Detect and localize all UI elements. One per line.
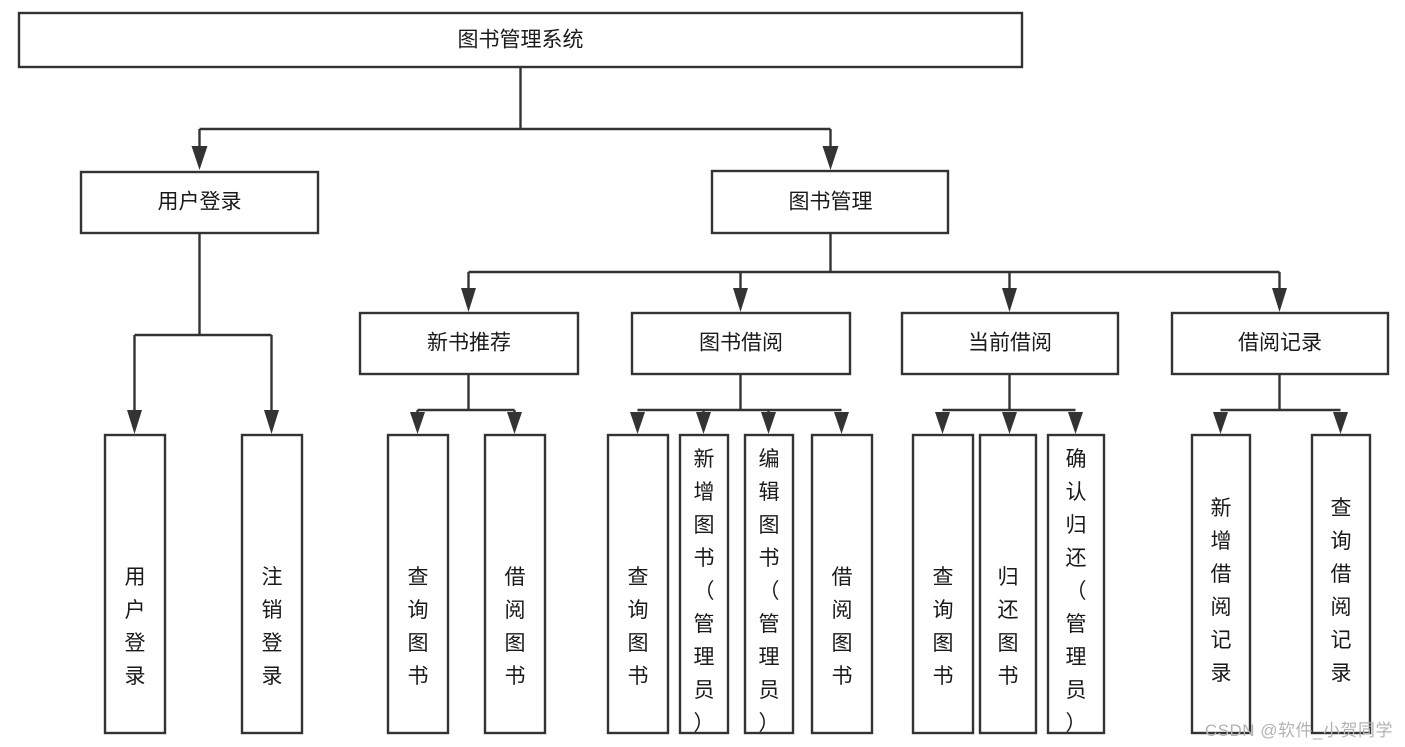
node-new-book-recommend-label: 新书推荐: [427, 332, 511, 355]
node-new-book-recommend[interactable]: 新书推荐: [358, 311, 580, 376]
node-user-login-label: 用户登录: [158, 191, 242, 214]
arrow-book-mgmt-to-book-borrow: [733, 288, 748, 312]
arrow-user-login-leaf-2: [264, 410, 279, 434]
arrow-current-borrow-leaf-1: [935, 412, 950, 434]
node-leaf-borrow-book-1-label: 借阅图书: [505, 566, 526, 688]
node-leaf-query-record-label: 查询借阅记录: [1331, 497, 1352, 685]
node-leaf-add-book-box[interactable]: [678, 433, 730, 735]
arrow-user-login-leaf-1: [127, 410, 142, 434]
connector-layer: [127, 67, 1348, 434]
node-borrow-record-label: 借阅记录: [1238, 332, 1322, 355]
node-leaf-query-book-1-box[interactable]: [386, 433, 450, 735]
node-leaf-query-book-2-label: 查询图书: [628, 566, 649, 688]
node-leaf-return-book-box[interactable]: [978, 433, 1038, 735]
node-leaf-add-record-box[interactable]: [1190, 433, 1252, 735]
node-book-management[interactable]: 图书管理: [710, 169, 950, 235]
arrow-book-borrow-leaf-4: [834, 412, 849, 434]
node-leaf-logout[interactable]: 注销登录: [240, 433, 304, 735]
node-leaf-query-book-3[interactable]: 查询图书: [911, 433, 975, 735]
arrow-new-book-leaf-2: [507, 412, 522, 434]
node-user-login[interactable]: 用户登录: [79, 170, 320, 235]
node-borrow-record[interactable]: 借阅记录: [1170, 311, 1390, 376]
node-leaf-query-book-1-label: 查询图书: [408, 566, 429, 688]
node-leaf-query-book-3-label: 查询图书: [933, 566, 954, 688]
arrow-current-borrow-leaf-3: [1068, 412, 1083, 434]
node-leaf-confirm-return-label: 确认归还（管理员）: [1066, 448, 1087, 735]
node-root[interactable]: 图书管理系统: [17, 11, 1024, 69]
node-user-login-box[interactable]: [79, 170, 320, 235]
node-current-borrow-label: 当前借阅: [968, 332, 1052, 355]
node-root-label: 图书管理系统: [458, 29, 584, 52]
node-root-box[interactable]: [17, 11, 1024, 69]
arrow-book-borrow-leaf-1: [630, 412, 645, 434]
node-leaf-edit-book-label: 编辑图书（管理员）: [759, 448, 780, 735]
arrow-current-borrow-leaf-2: [1002, 412, 1017, 434]
node-leaf-add-record[interactable]: 新增借阅记录: [1190, 433, 1252, 735]
arrow-book-mgmt-to-current-borrow: [1002, 288, 1017, 312]
node-leaf-query-book-1[interactable]: 查询图书: [386, 433, 450, 735]
arrow-root-to-book-mgmt: [822, 146, 839, 170]
node-leaf-add-book-label: 新增图书（管理员）: [694, 448, 715, 735]
node-book-management-box[interactable]: [710, 169, 950, 235]
node-leaf-query-book-2[interactable]: 查询图书: [606, 433, 670, 735]
node-leaf-query-record[interactable]: 查询借阅记录: [1310, 433, 1372, 735]
node-leaf-confirm-return[interactable]: 确认归还（管理员）: [1046, 433, 1106, 735]
node-leaf-query-book-3-box[interactable]: [911, 433, 975, 735]
node-leaf-borrow-book-2-label: 借阅图书: [832, 566, 853, 688]
node-leaf-edit-book-box[interactable]: [743, 433, 795, 735]
node-leaf-borrow-book-1-box[interactable]: [483, 433, 547, 735]
node-leaf-borrow-book-1[interactable]: 借阅图书: [483, 433, 547, 735]
node-leaf-borrow-book-2-box[interactable]: [810, 433, 874, 735]
node-leaf-query-book-2-box[interactable]: [606, 433, 670, 735]
node-leaf-add-book[interactable]: 新增图书（管理员）: [678, 433, 730, 735]
node-leaf-confirm-return-box[interactable]: [1046, 433, 1106, 735]
node-leaf-return-book[interactable]: 归还图书: [978, 433, 1038, 735]
arrow-borrow-record-leaf-1: [1213, 412, 1228, 434]
arrow-book-borrow-leaf-2: [696, 412, 711, 434]
arrow-book-mgmt-to-new-book: [461, 288, 476, 312]
node-current-borrow[interactable]: 当前借阅: [900, 311, 1120, 376]
arrow-book-borrow-leaf-3: [761, 412, 776, 434]
node-leaf-logout-label: 注销登录: [262, 566, 283, 688]
arrow-book-mgmt-to-borrow-record: [1272, 288, 1287, 312]
node-current-borrow-box[interactable]: [900, 311, 1120, 376]
node-leaf-edit-book[interactable]: 编辑图书（管理员）: [743, 433, 795, 735]
arrow-borrow-record-leaf-2: [1333, 412, 1348, 434]
node-leaf-logout-box[interactable]: [240, 433, 304, 735]
node-leaf-query-record-box[interactable]: [1310, 433, 1372, 735]
node-leaf-return-book-label: 归还图书: [998, 566, 1019, 688]
node-leaf-user-login-label: 用户登录: [125, 566, 146, 688]
arrow-new-book-leaf-1: [410, 412, 425, 434]
node-leaf-borrow-book-2[interactable]: 借阅图书: [810, 433, 874, 735]
node-book-borrow-box[interactable]: [630, 311, 852, 376]
node-new-book-recommend-box[interactable]: [358, 311, 580, 376]
node-leaf-user-login[interactable]: 用户登录: [103, 433, 167, 735]
node-book-borrow-label: 图书借阅: [699, 332, 783, 355]
node-leaf-add-record-label: 新增借阅记录: [1211, 497, 1232, 685]
node-leaf-user-login-box[interactable]: [103, 433, 167, 735]
arrow-root-to-user-login: [191, 146, 208, 170]
node-borrow-record-box[interactable]: [1170, 311, 1390, 376]
node-book-management-label: 图书管理: [789, 191, 873, 214]
node-book-borrow[interactable]: 图书借阅: [630, 311, 852, 376]
